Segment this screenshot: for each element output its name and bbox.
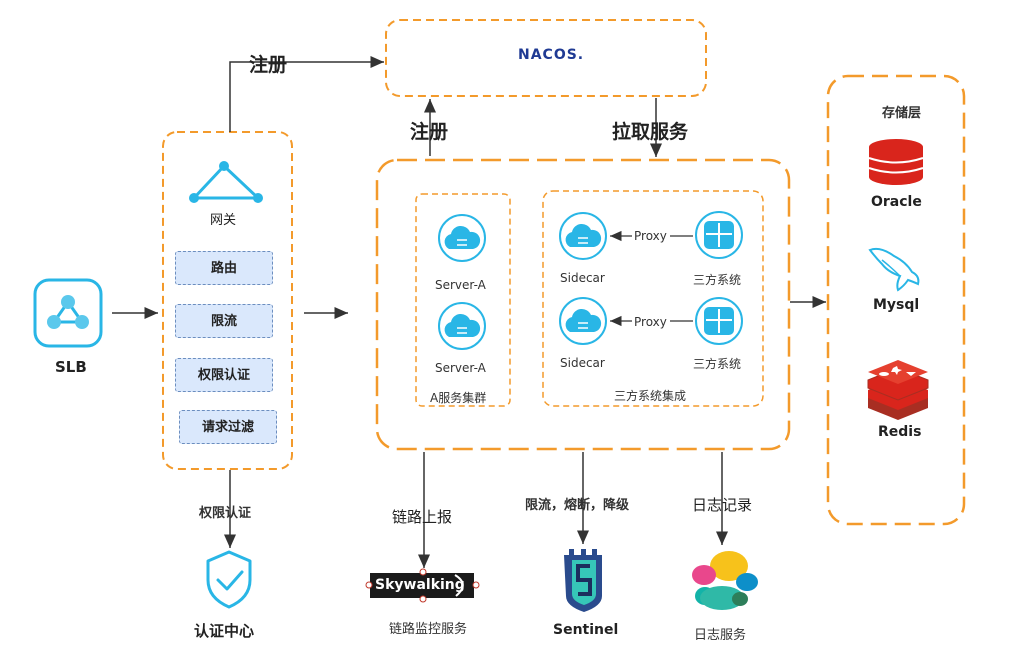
proxy-label-1: Proxy (634, 229, 667, 243)
gateway-icon (189, 161, 263, 203)
system-label-2: 三方系统 (693, 357, 742, 371)
mysql-icon (868, 247, 920, 292)
log-service-icon (692, 551, 758, 610)
gateway-item-auth: 权限认证 (175, 358, 273, 392)
server-icon-1 (438, 214, 486, 262)
skywalking-logo (365, 568, 480, 603)
third-party-title: 三方系统集成 (614, 389, 687, 403)
oracle-icon (868, 139, 924, 185)
system-icon-1 (695, 211, 743, 259)
gateway-item-filter: 请求过滤 (179, 410, 277, 444)
gateway-box (162, 131, 293, 470)
proxy-label-2: Proxy (634, 315, 667, 329)
redis-icon (867, 360, 929, 420)
pull-service-label: 拉取服务 (612, 121, 689, 143)
trace-service-label: 链路监控服务 (389, 622, 468, 637)
auth-center-label: 认证中心 (194, 622, 255, 640)
sidecar-label-2: Sidecar (560, 356, 605, 370)
gateway-item-limit: 限流 (175, 304, 273, 338)
storage-title: 存储层 (882, 106, 922, 121)
sidecar-icon-2 (559, 297, 607, 345)
mysql-label: Mysql (873, 297, 920, 313)
sidecar-label-1: Sidecar (560, 271, 605, 285)
gateway-item-route: 路由 (175, 251, 273, 285)
skywalking-text: Skywalking (375, 577, 465, 593)
nacos-logo: NACOS. (518, 47, 585, 63)
log-service-label: 日志服务 (694, 628, 747, 643)
sentinel-label: Sentinel (553, 622, 619, 638)
cluster-a-title: A服务集群 (430, 391, 487, 405)
oracle-label: Oracle (871, 194, 922, 210)
nacos-box (385, 19, 707, 97)
server-label-2: Server-A (435, 361, 486, 375)
shield-icon (206, 550, 252, 609)
cluster-a-box (415, 193, 511, 407)
slb-label: SLB (55, 358, 87, 376)
storage-box (826, 74, 966, 526)
register-label-mid: 注册 (410, 121, 449, 143)
register-label-top: 注册 (249, 54, 288, 76)
limit-fuse-label: 限流，熔断，降级 (525, 498, 630, 513)
trace-report-label: 链路上报 (392, 508, 453, 526)
sentinel-icon (564, 549, 602, 612)
server-label-1: Server-A (435, 278, 486, 292)
auth-label: 权限认证 (199, 506, 252, 521)
register-connector-top (229, 56, 384, 132)
redis-label: Redis (878, 424, 922, 440)
server-icon-2 (438, 302, 486, 350)
sidecar-icon-1 (559, 212, 607, 260)
system-label-1: 三方系统 (693, 273, 742, 287)
slb-icon (33, 278, 103, 348)
system-icon-2 (695, 297, 743, 345)
log-record-label: 日志记录 (692, 496, 753, 514)
service-area-box (375, 158, 791, 451)
gateway-label: 网关 (210, 213, 237, 228)
third-party-box (542, 190, 764, 407)
